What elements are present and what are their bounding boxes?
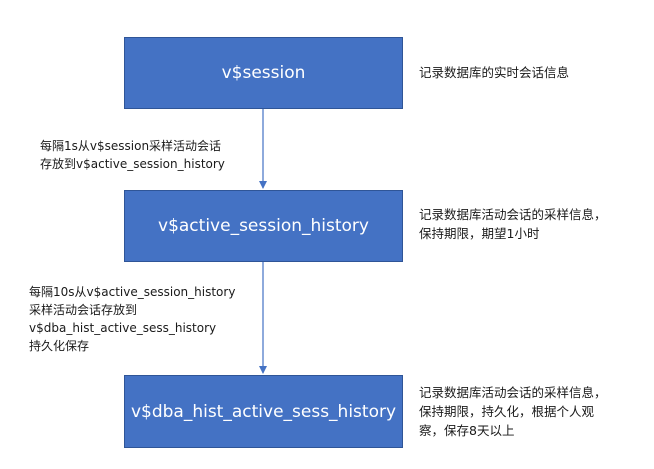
edge-label: 每隔1s从v$session采样活动会话 存放到v$active_session… <box>40 137 225 173</box>
node-note: 记录数据库的实时会话信息 <box>419 63 651 82</box>
node-dba-hist-active-sess-history: v$dba_hist_active_sess_history <box>124 375 403 448</box>
note-line: 察，保存8天以上 <box>419 423 515 438</box>
node-label: v$session <box>221 63 306 83</box>
node-note: 记录数据库活动会话的采样信息， 保持期限，期望1小时 <box>419 205 651 243</box>
node-v-session: v$session <box>124 37 403 109</box>
edge-label-line: 存放到v$active_session_history <box>40 157 225 171</box>
node-label: v$dba_hist_active_sess_history <box>130 401 397 422</box>
edge-label-line: v$dba_hist_active_sess_history <box>29 321 217 335</box>
edge-label-line: 每隔10s从v$active_session_history <box>29 285 236 299</box>
edge-label: 每隔10s从v$active_session_history 采样活动会话存放到… <box>29 283 235 355</box>
edge-label-line: 每隔1s从v$session采样活动会话 <box>40 139 222 153</box>
note-line: 记录数据库活动会话的采样信息， <box>419 207 607 222</box>
note-line: 保持期限，持久化，根据个人观 <box>419 404 595 419</box>
node-note: 记录数据库活动会话的采样信息， 保持期限，持久化，根据个人观 察，保存8天以上 <box>419 383 651 440</box>
node-label: v$active_session_history <box>158 216 369 236</box>
node-active-session-history: v$active_session_history <box>124 190 403 262</box>
edge-label-line: 持久化保存 <box>29 339 90 353</box>
note-line: 记录数据库活动会话的采样信息， <box>419 385 607 400</box>
edge-label-line: 采样活动会话存放到 <box>29 303 138 317</box>
note-line: 保持期限，期望1小时 <box>419 226 540 241</box>
note-line: 记录数据库的实时会话信息 <box>419 65 570 80</box>
